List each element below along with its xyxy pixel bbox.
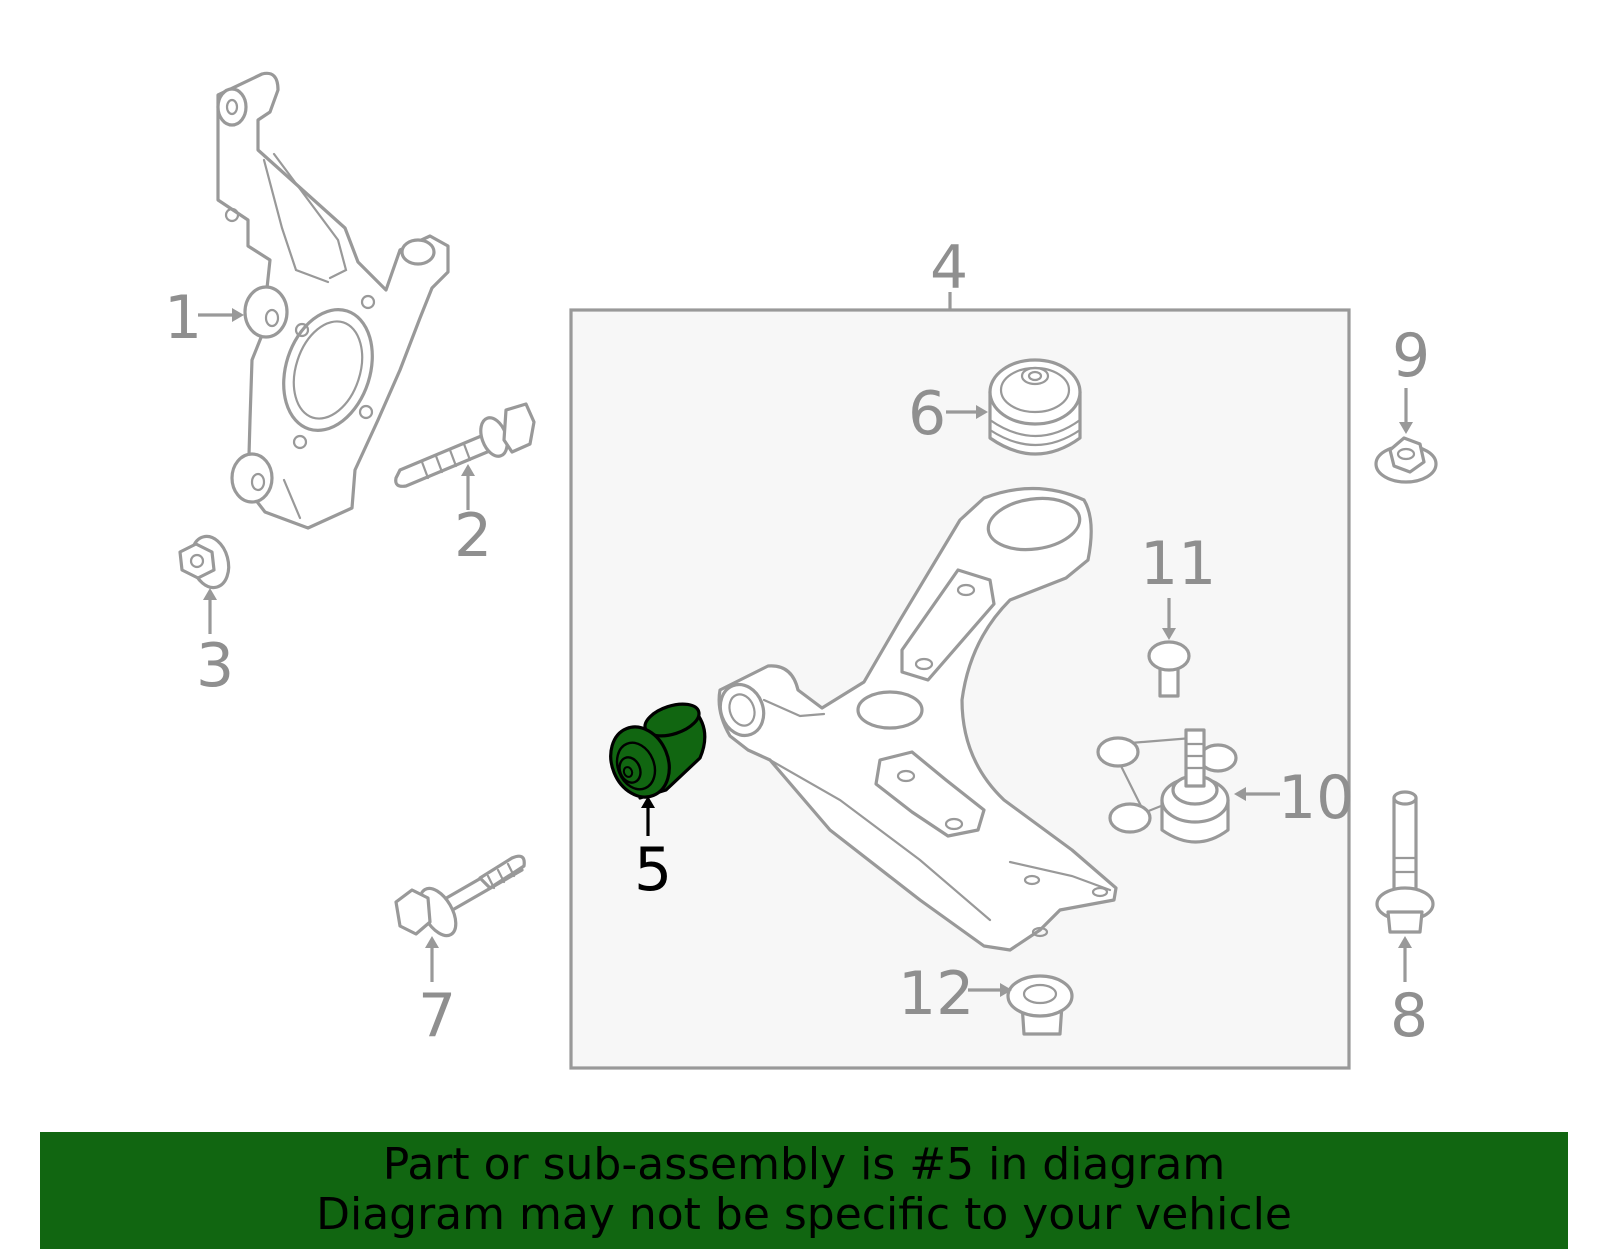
callout-4: 4 — [930, 233, 968, 303]
lower-arm-bushing-part-highlighted[interactable] — [601, 698, 707, 806]
callout-9: 9 — [1392, 321, 1430, 391]
ball-joint-bolt-part[interactable] — [1147, 640, 1191, 698]
callout-8: 8 — [1390, 981, 1428, 1051]
control-arm-bolt-part[interactable] — [394, 854, 526, 941]
parts-diagram: 1 2 3 4 5 6 7 8 9 10 11 12 — [164, 71, 1438, 1070]
flange-nut-part[interactable] — [1374, 436, 1438, 484]
callout-1: 1 — [164, 283, 202, 353]
callout-11: 11 — [1140, 529, 1216, 599]
callout-6: 6 — [908, 379, 946, 449]
part-info-banner: Part or sub-assembly is #5 in diagram Di… — [40, 1132, 1568, 1249]
leader-arrows — [198, 308, 1413, 997]
callout-3: 3 — [196, 631, 234, 701]
lower-control-arm-part[interactable] — [713, 486, 1118, 952]
callout-10: 10 — [1278, 763, 1354, 833]
banner-line-part-number: Part or sub-assembly is #5 in diagram — [382, 1139, 1226, 1190]
callout-5: 5 — [634, 835, 672, 905]
ball-joint-part[interactable] — [1096, 728, 1238, 844]
ball-joint-nut-part[interactable] — [1006, 974, 1074, 1036]
vertical-bolt-part[interactable] — [1375, 790, 1435, 934]
banner-line-disclaimer: Diagram may not be specific to your vehi… — [316, 1189, 1292, 1240]
callout-12: 12 — [898, 959, 974, 1029]
callout-2: 2 — [454, 501, 492, 571]
knuckle-bolt-part[interactable] — [394, 402, 536, 488]
knuckle-nut-part[interactable] — [178, 532, 234, 592]
callout-7: 7 — [418, 981, 456, 1051]
steering-knuckle-part[interactable] — [216, 71, 450, 530]
upper-bushing-part[interactable] — [988, 358, 1082, 456]
